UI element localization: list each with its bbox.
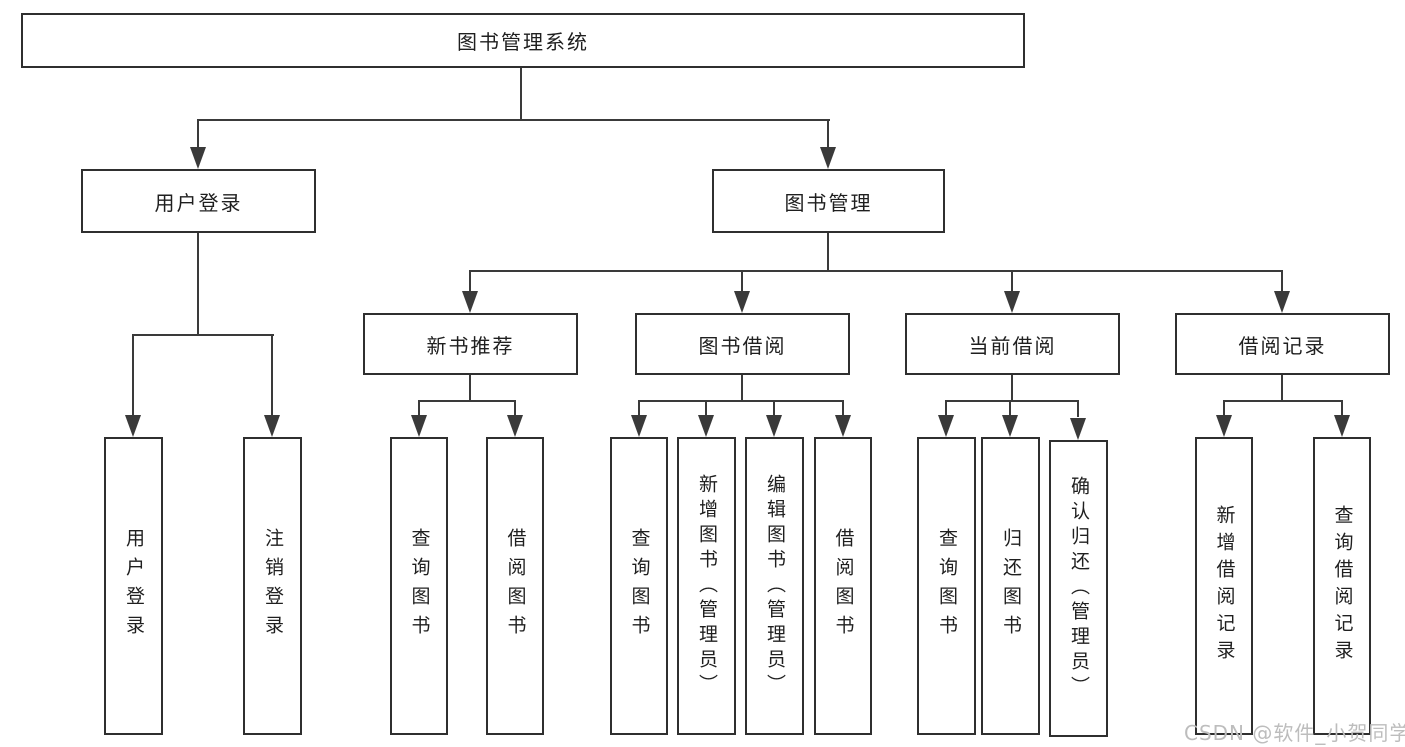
connector-line <box>1281 375 1283 402</box>
leaf-borrow-books-recommend: 借阅图书 <box>486 437 544 735</box>
connector-line <box>705 400 707 417</box>
leaf-return-books: 归还图书 <box>981 437 1040 735</box>
arrow-down-icon <box>411 415 427 437</box>
node-root: 图书管理系统 <box>21 13 1025 68</box>
connector-line <box>418 400 516 402</box>
leaf-confirm-return-admin: 确认归还（管理员） <box>1049 440 1108 737</box>
arrow-down-icon <box>462 291 478 313</box>
connector-line <box>827 119 829 149</box>
arrow-down-icon <box>766 415 782 437</box>
connector-line <box>945 400 947 417</box>
arrow-down-icon <box>1216 415 1232 437</box>
arrow-down-icon <box>1002 415 1018 437</box>
connector-line <box>197 119 830 121</box>
arrow-down-icon <box>734 291 750 313</box>
connector-line <box>418 400 420 417</box>
arrow-down-icon <box>1070 418 1086 440</box>
connector-line <box>638 400 640 417</box>
leaf-query-books-recommend: 查询图书 <box>390 437 448 735</box>
arrow-down-icon <box>820 147 836 169</box>
connector-line <box>469 270 1283 272</box>
leaf-add-borrow-record: 新增借阅记录 <box>1195 437 1253 735</box>
connector-line <box>741 375 743 402</box>
arrow-down-icon <box>507 415 523 437</box>
csdn-watermark: CSDN @软件_小贺同学 <box>1184 721 1405 745</box>
connector-line <box>638 400 844 402</box>
leaf-query-borrow-record: 查询借阅记录 <box>1313 437 1371 735</box>
connector-line <box>1223 400 1343 402</box>
connector-line <box>469 375 471 402</box>
connector-line <box>842 400 844 417</box>
arrow-down-icon <box>1334 415 1350 437</box>
arrow-down-icon <box>835 415 851 437</box>
leaf-query-books-borrow: 查询图书 <box>610 437 668 735</box>
leaf-edit-books-admin: 编辑图书（管理员） <box>745 437 804 735</box>
leaf-user-login: 用户登录 <box>104 437 163 735</box>
connector-line <box>132 334 274 336</box>
leaf-query-books-current: 查询图书 <box>917 437 976 735</box>
connector-line <box>1281 270 1283 294</box>
connector-line <box>945 400 1079 402</box>
arrow-down-icon <box>1004 291 1020 313</box>
arrow-down-icon <box>698 415 714 437</box>
connector-line <box>741 270 743 294</box>
arrow-down-icon <box>125 415 141 437</box>
connector-line <box>271 334 273 416</box>
arrow-down-icon <box>938 415 954 437</box>
node-book-borrow: 图书借阅 <box>635 313 850 375</box>
arrow-down-icon <box>631 415 647 437</box>
arrow-down-icon <box>264 415 280 437</box>
leaf-add-books-admin: 新增图书（管理员） <box>677 437 736 735</box>
connector-line <box>1341 400 1343 417</box>
connector-line <box>469 270 471 294</box>
connector-line <box>197 233 199 336</box>
connector-line <box>514 400 516 417</box>
connector-line <box>132 334 134 416</box>
connector-line <box>773 400 775 417</box>
connector-line <box>1077 400 1079 417</box>
connector-line <box>1011 270 1013 294</box>
connector-line <box>1011 375 1013 402</box>
connector-line <box>827 233 829 272</box>
leaf-logout: 注销登录 <box>243 437 302 735</box>
leaf-borrow-books: 借阅图书 <box>814 437 872 735</box>
node-current-borrow: 当前借阅 <box>905 313 1120 375</box>
node-borrow-records: 借阅记录 <box>1175 313 1390 375</box>
arrow-down-icon <box>1274 291 1290 313</box>
node-user-login: 用户登录 <box>81 169 316 233</box>
node-book-management: 图书管理 <box>712 169 945 233</box>
node-new-book-recommend: 新书推荐 <box>363 313 578 375</box>
connector-line <box>520 68 522 121</box>
connector-line <box>197 119 199 149</box>
connector-line <box>1009 400 1011 417</box>
connector-line <box>1223 400 1225 417</box>
arrow-down-icon <box>190 147 206 169</box>
